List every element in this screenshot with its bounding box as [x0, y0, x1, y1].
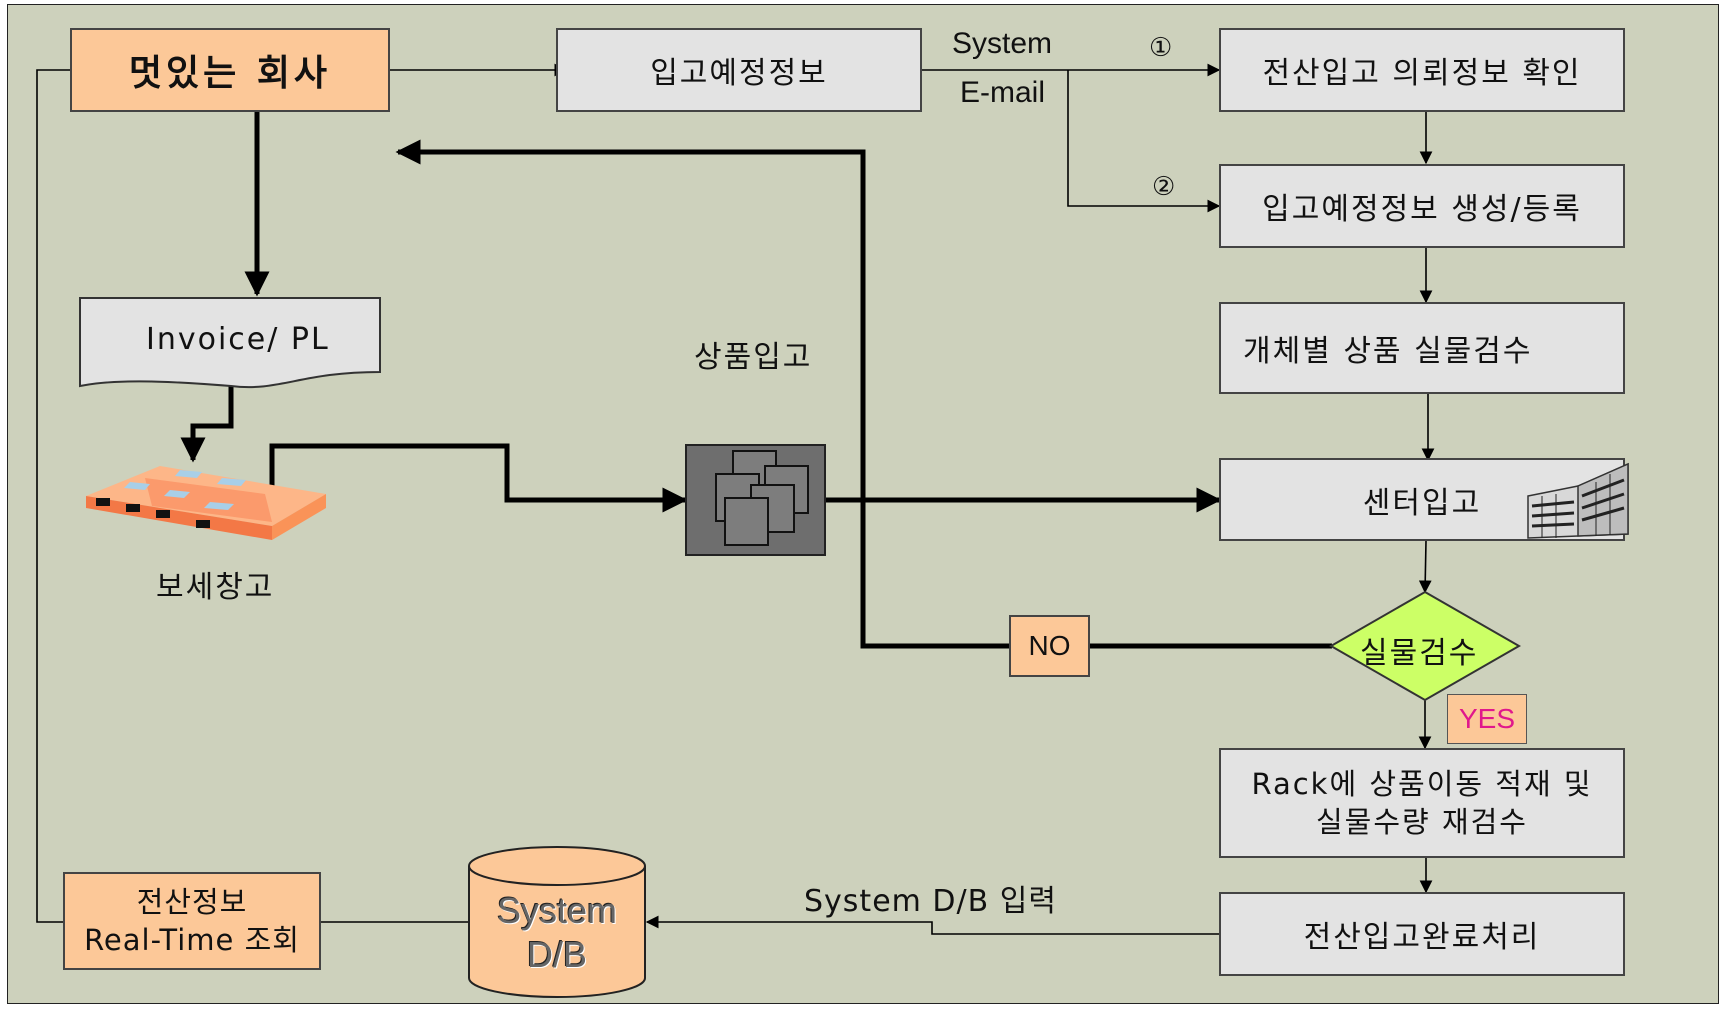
- database-line1: System: [496, 890, 618, 931]
- arrow-center-to-decision: [1418, 540, 1432, 594]
- arrow-complete-to-db: [645, 915, 1220, 935]
- step-rack-line1: Rack에 상품이동 적재 및: [1251, 767, 1593, 801]
- realtime-box: 전산정보 Real-Time 조회: [63, 872, 321, 970]
- database-line2: D/B: [526, 934, 587, 975]
- arrow-email-branch-to-register: [1067, 70, 1221, 213]
- yes-label: YES: [1458, 703, 1516, 734]
- company-box: 멋있는 회사: [70, 28, 390, 112]
- marker-2-label: ②: [1152, 172, 1176, 202]
- planned-info-box: 입고예정정보: [556, 28, 922, 112]
- realtime-line2: Real-Time 조회: [84, 923, 300, 957]
- marker-1-label: ①: [1149, 33, 1173, 63]
- database-label: System D/B: [469, 888, 645, 978]
- bonded-warehouse-label: 보세창고: [156, 570, 275, 605]
- invoice-label: Invoice/ PL: [146, 322, 330, 357]
- thin-connectors: [36, 63, 1435, 935]
- step-complete-box: 전산입고완료처리: [1219, 892, 1625, 976]
- step-inspect-box: 개체별 상품 실물검수: [1219, 302, 1625, 394]
- no-label: NO: [1028, 630, 1071, 661]
- arrow-invoice-to-warehouse: [180, 386, 234, 463]
- db-input-label: System D/B 입력: [804, 884, 1057, 919]
- company-label: 멋있는 회사: [128, 53, 332, 94]
- invoice-document-shape: [79, 297, 381, 389]
- goods-in-label: 상품입고: [694, 340, 813, 375]
- channel-email-label: E-mail: [960, 76, 1046, 109]
- office-building-icon: [1527, 462, 1629, 539]
- channel-system-label: System: [952, 27, 1053, 60]
- step-complete-label: 전산입고완료처리: [1303, 920, 1541, 955]
- no-badge: NO: [1009, 615, 1090, 677]
- warehouse-building-icon: [86, 466, 326, 540]
- step-rack-line2: 실물수량 재검수: [1316, 805, 1528, 839]
- thick-connectors: [180, 112, 1332, 649]
- arrow-realtime-to-company: [36, 63, 86, 923]
- step-register-box: 입고예정정보 생성/등록: [1219, 164, 1625, 248]
- step-rack-box: Rack에 상품이동 적재 및 실물수량 재검수: [1219, 748, 1625, 858]
- decision-diamond: [1328, 590, 1522, 702]
- database-cylinder: [468, 846, 646, 998]
- realtime-line1: 전산정보: [136, 885, 248, 919]
- step-register-label: 입고예정정보 생성/등록: [1262, 192, 1582, 227]
- step-inspect-label: 개체별 상품 실물검수: [1243, 334, 1533, 369]
- step-confirm-label: 전산입고 의뢰정보 확인: [1262, 56, 1582, 91]
- step-confirm-box: 전산입고 의뢰정보 확인: [1219, 28, 1625, 112]
- decision-label: 실물검수: [1360, 636, 1479, 671]
- arrow-warehouse-to-goods: [269, 443, 688, 513]
- step-center-label: 센터입고: [1362, 485, 1482, 521]
- planned-info-label: 입고예정정보: [650, 56, 828, 91]
- goods-boxes-icon: [685, 444, 826, 556]
- arrow-no-return-to-company: [395, 139, 1332, 649]
- yes-badge: YES: [1447, 694, 1527, 744]
